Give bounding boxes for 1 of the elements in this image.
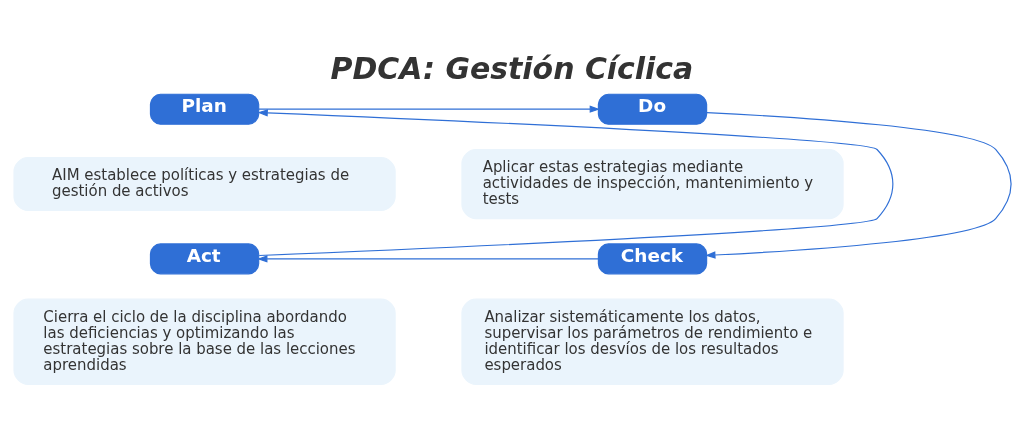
diagram-title: PDCA: Gestión Cíclica xyxy=(330,51,693,87)
